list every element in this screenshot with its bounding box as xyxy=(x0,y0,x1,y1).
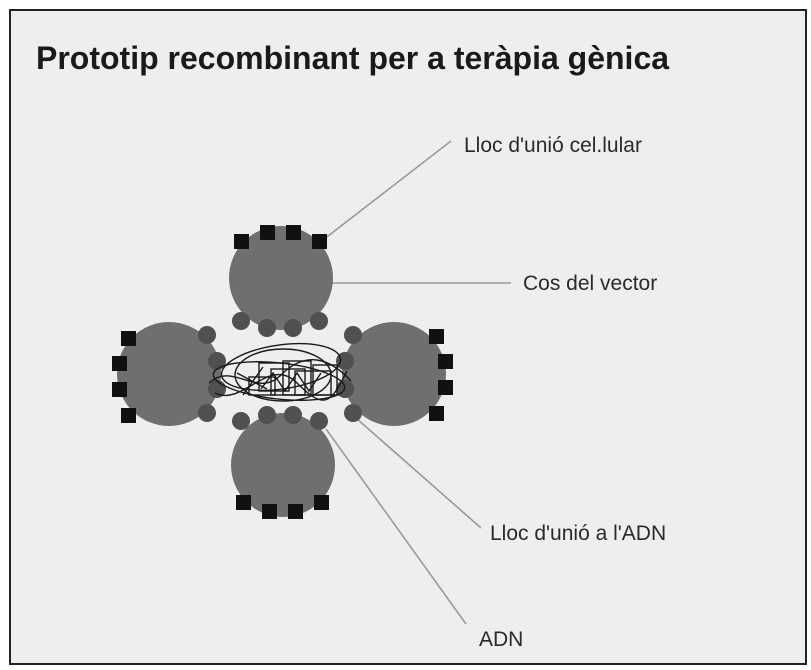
cell-binding-site-12 xyxy=(429,406,444,421)
cell-binding-site-7 xyxy=(112,382,127,397)
dna-binding-site-14 xyxy=(258,406,276,424)
dna-binding-site-5 xyxy=(198,326,216,344)
cell-binding-site-3 xyxy=(286,225,301,240)
cell-binding-site-8 xyxy=(121,408,136,423)
diagram-title: Prototip recombinant per a teràpia gènic… xyxy=(36,40,670,76)
dna-binding-site-12 xyxy=(344,404,362,422)
dna-binding-site-6 xyxy=(208,352,226,370)
cell-binding-site-13 xyxy=(236,495,251,510)
cell-binding-site-10 xyxy=(438,354,453,369)
label-cell-binding-site: Lloc d'unió cel.lular xyxy=(464,134,642,157)
cell-binding-site-9 xyxy=(429,329,444,344)
dna-binding-site-15 xyxy=(284,406,302,424)
leader-line-dna xyxy=(325,428,467,625)
vector-diagram xyxy=(112,140,511,625)
dna-binding-site-9 xyxy=(344,326,362,344)
cell-binding-site-15 xyxy=(288,504,303,519)
dna-binding-site-2 xyxy=(258,319,276,337)
leader-lines xyxy=(318,140,511,625)
vector-body-top xyxy=(229,226,333,330)
dna-binding-site-4 xyxy=(310,312,328,330)
label-vector-body: Cos del vector xyxy=(523,272,658,295)
figure-frame: Prototip recombinant per a teràpia gènic… xyxy=(9,9,807,665)
leader-line-dna-binding xyxy=(355,417,482,529)
dna-binding-site-8 xyxy=(198,404,216,422)
dna-binding-site-13 xyxy=(232,412,250,430)
cell-binding-site-14 xyxy=(262,504,277,519)
dna-binding-site-1 xyxy=(232,312,250,330)
cell-binding-site-2 xyxy=(260,225,275,240)
dna-binding-sites xyxy=(198,312,362,430)
vector-body-right xyxy=(342,322,446,426)
label-dna-binding-site: Lloc d'unió a l'ADN xyxy=(490,522,667,545)
cell-binding-site-5 xyxy=(121,331,136,346)
cell-binding-site-4 xyxy=(312,234,327,249)
leader-line-cell-binding xyxy=(318,140,452,244)
cell-binding-site-11 xyxy=(438,380,453,395)
dna-strand xyxy=(208,342,352,402)
cell-binding-sites xyxy=(112,225,453,519)
vector-bodies xyxy=(117,226,446,517)
cell-binding-site-16 xyxy=(314,495,329,510)
cell-binding-site-6 xyxy=(112,356,127,371)
dna-binding-site-3 xyxy=(284,319,302,337)
dna-binding-site-16 xyxy=(310,412,328,430)
cell-binding-site-1 xyxy=(234,234,249,249)
vector-body-left xyxy=(117,322,221,426)
label-dna: ADN xyxy=(479,628,524,651)
vector-body-bottom xyxy=(231,413,335,517)
